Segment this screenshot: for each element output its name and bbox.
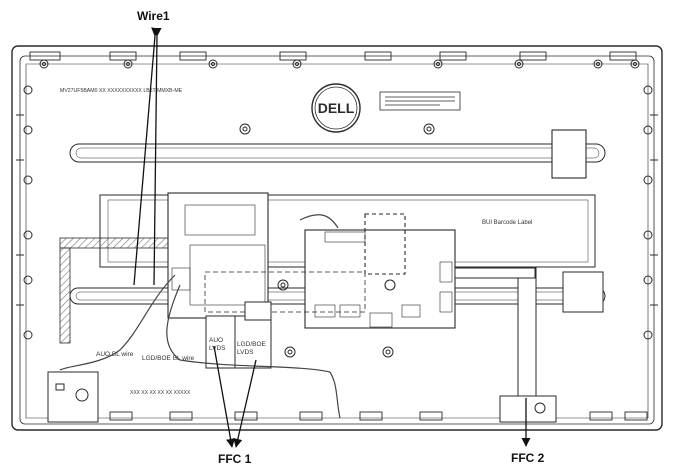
outer-frame [11, 45, 663, 431]
top-tabs [29, 51, 637, 61]
lvds-connectors [205, 301, 272, 369]
auo-lvds-label-2: LVDS [209, 345, 226, 352]
bottom-boards [47, 371, 557, 423]
ffc1-arrow-left [213, 345, 236, 448]
side-tabs [16, 114, 658, 306]
lgd-lvds-label-1: LGD/BOE [237, 341, 267, 348]
auo-bl-wire-label: AUO BL wire [96, 351, 134, 358]
power-board [167, 192, 269, 319]
auo-lvds-label-1: AUO [209, 337, 223, 344]
wire1-arrow-left [133, 27, 161, 286]
part-number-text: MV27UF5BAM0 XX XXXXXXXXXX LB5T MMXB-ME [60, 88, 183, 94]
bottom-part-text: XXX XX XX XX XX XXXXX [130, 390, 191, 396]
screw-holes [23, 59, 653, 358]
barcode-label-text: BUI Barcode Label [482, 220, 532, 226]
dell-logo-text: DELL [318, 100, 355, 116]
wire1-arrow-right [152, 27, 162, 286]
dell-logo: DELL [311, 83, 361, 133]
right-block [551, 129, 587, 179]
wire1-callout: Wire1 [137, 9, 170, 23]
ffc1-callout: FFC 1 [218, 452, 252, 466]
hatched-strip [59, 237, 176, 344]
callout-arrows [133, 27, 531, 448]
dashed-region [204, 271, 366, 313]
bl-wires [59, 214, 341, 419]
bottom-tabs [109, 411, 648, 421]
main-board [304, 213, 456, 329]
lgd-lvds-label-2: LVDS [237, 349, 254, 356]
lgd-boe-bl-wire-label: LGD/BOE BL wire [142, 355, 195, 362]
label-area [379, 91, 461, 111]
right-lower-block [562, 271, 604, 313]
ffc2-callout: FFC 2 [511, 451, 545, 465]
ffc1-arrow-right [233, 359, 257, 448]
